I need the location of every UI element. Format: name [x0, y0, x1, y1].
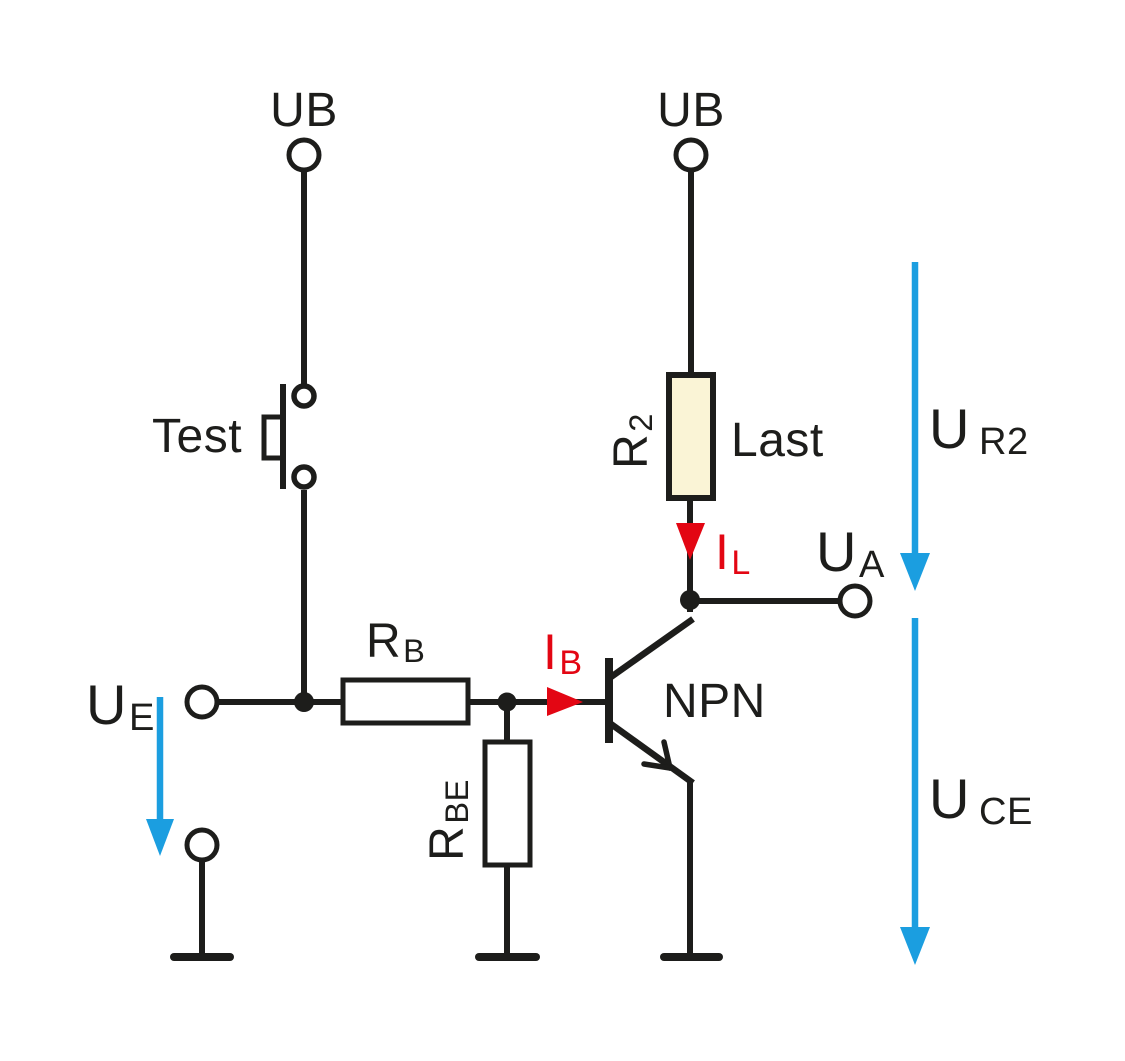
terminal-ue-reference [184, 827, 220, 863]
switch-contact-top [291, 383, 317, 409]
ue-voltage-arrow-head [146, 819, 174, 856]
label-ua: UA [816, 520, 885, 587]
transistor-emitter-lead [609, 721, 695, 786]
label-il-current: IL [715, 524, 751, 583]
emitter-arrow-barb-2 [641, 761, 673, 771]
ur2-voltage-arrow-head [900, 553, 930, 591]
label-ue: UE [86, 673, 155, 740]
label-rbe: RBE [421, 779, 476, 861]
junction-input-node [294, 692, 314, 712]
uce-voltage-arrow-head [900, 927, 930, 965]
transistor-collector-lead [609, 616, 695, 680]
label-test-switch: Test [152, 410, 243, 463]
terminal-ua-output [837, 583, 873, 619]
resistor-rb [340, 677, 471, 726]
il-current-arrow [676, 523, 705, 560]
switch-contact-bottom [291, 464, 317, 490]
label-rb: RB [366, 615, 426, 670]
terminal-ue-input [184, 684, 220, 720]
label-ub-right: UB [657, 84, 725, 137]
resistor-rbe [482, 739, 533, 868]
junction-base-node [497, 692, 517, 712]
switch-button-cap [261, 414, 285, 461]
label-last: Last [731, 414, 824, 467]
resistor-r2-load [666, 372, 716, 501]
ib-current-arrow [547, 687, 583, 716]
label-ub-left: UB [270, 84, 338, 137]
label-ib-current: IB [543, 624, 583, 683]
terminal-ub-right [673, 137, 709, 173]
label-npn: NPN [663, 675, 766, 728]
emitter-arrow-barb-1 [661, 739, 673, 771]
junction-collector-node [680, 590, 700, 610]
terminal-ub-left [286, 137, 322, 173]
label-r2: R2 [605, 413, 660, 469]
